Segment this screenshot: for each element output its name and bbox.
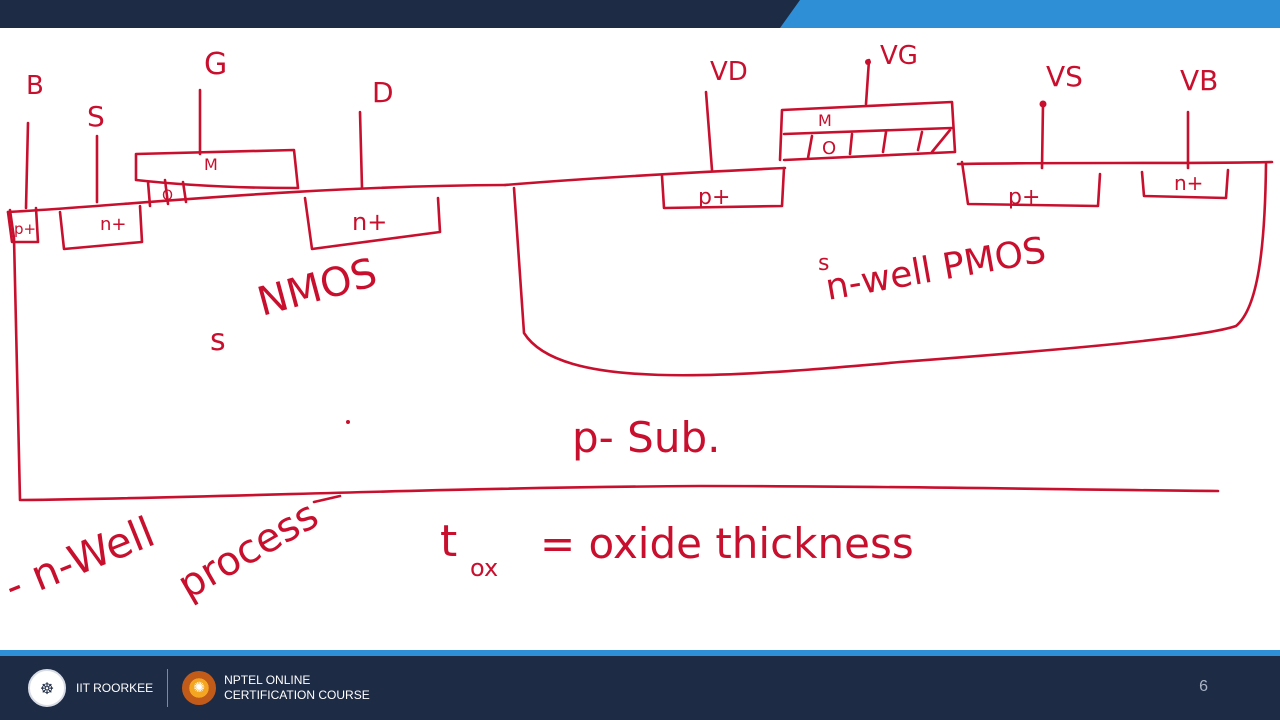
process-label-line2: process [170, 492, 326, 609]
process-label-line1: - n-Well [0, 507, 161, 611]
nptel-label-line2: CERTIFICATION COURSE [224, 688, 370, 702]
nptel-label: NPTEL ONLINE CERTIFICATION COURSE [224, 673, 370, 703]
pmos-terminal-g [864, 58, 871, 106]
nmos-terminal-d [358, 110, 364, 190]
nmos-mark: s [210, 323, 226, 358]
pmos-terminal-s [1040, 102, 1045, 170]
pmos-gate-metal-label: M [818, 111, 832, 130]
pmos-label-vs: VS [1046, 60, 1083, 93]
pmos-label-vd: VD [710, 57, 748, 87]
page-number: 6 [1199, 678, 1208, 695]
substrate-label: p- Sub. [572, 413, 720, 462]
pmos-mark: s [818, 251, 829, 276]
process-mark [312, 494, 342, 504]
top-bar [0, 0, 1280, 28]
n-well-outline [512, 162, 1268, 377]
nptel-label-line1: NPTEL ONLINE [224, 673, 311, 687]
pmos-body-contact [1140, 168, 1230, 200]
top-bar-graphic [0, 0, 1280, 28]
nmos-label: NMOS [253, 250, 382, 326]
nmos-gate-metal-label: M [204, 155, 218, 174]
nmos-label-b: B [26, 71, 44, 101]
nptel-logo: ✺ [182, 671, 217, 705]
nmos-label-g: G [204, 47, 227, 82]
top-bar-blue-accent [780, 0, 1280, 28]
pmos-label-vg: VG [880, 41, 918, 71]
formula-rhs: = oxide thickness [540, 519, 914, 568]
pmos-surface-right [956, 160, 1274, 166]
iit-roorkee-label: IIT ROORKEE [76, 680, 154, 695]
nmos-body-contact [6, 206, 40, 244]
nmos-body-contact-label: p+ [14, 220, 36, 238]
pmos-source-diffusion [960, 160, 1102, 208]
cmos-diagram: B S G D p+ n+ M O n+ NMOS s VD VG VS VB … [0, 41, 1274, 611]
formula-lhs: t [440, 516, 457, 567]
iit-roorkee-logo: ☸ [28, 669, 66, 707]
pmos-body-contact-label: n+ [1174, 171, 1203, 195]
nmos-terminal-b [24, 121, 30, 210]
nmos-gate-oxide-label: O [162, 188, 173, 204]
nmos-drain-diffusion [303, 196, 442, 251]
pmos-surface-left [503, 166, 787, 187]
nmos-source-diffusion-label: n+ [100, 214, 127, 235]
formula-subscript: ox [470, 554, 498, 582]
substrate-outline [8, 208, 1220, 502]
whiteboard: B S G D p+ n+ M O n+ NMOS s VD VG VS VB … [0, 28, 1280, 650]
footer-divider [167, 669, 169, 707]
pmos-label: n-well PMOS [822, 230, 1049, 309]
pmos-source-diffusion-label: p+ [1008, 185, 1040, 210]
pmos-source-terminal-dot [1039, 100, 1047, 108]
pmos-gate-stack [778, 100, 957, 162]
pmos-drain-diffusion-label: p+ [698, 185, 730, 210]
nmos-gate-stack [134, 148, 300, 208]
nmos-label-s: S [87, 100, 105, 133]
pmos-terminal-d [704, 90, 714, 172]
nmos-label-d: D [372, 76, 394, 109]
pmos-label-vb: VB [1180, 64, 1218, 97]
stray-dot [346, 420, 350, 424]
footer-bar: ☸ IIT ROORKEE ✺ NPTEL ONLINE CERTIFICATI… [0, 650, 1280, 720]
nmos-source-diffusion [58, 204, 144, 251]
pmos-gate-oxide-label: O [822, 138, 836, 159]
pmos-gate-terminal-dot [865, 59, 871, 65]
surface-line-left [6, 183, 507, 214]
nmos-drain-diffusion-label: n+ [352, 208, 387, 236]
pmos-drain-diffusion [660, 166, 786, 210]
